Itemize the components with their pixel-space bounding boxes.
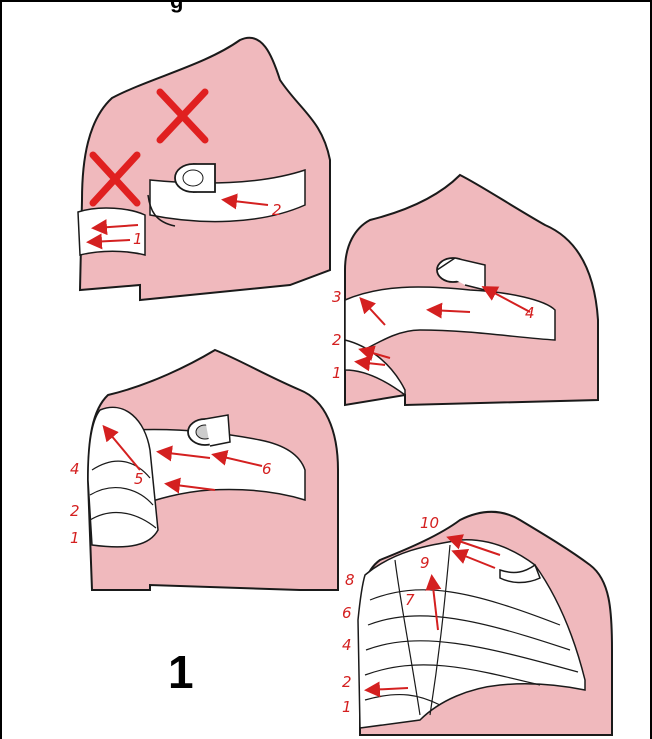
panel-4-step-10: 10: [420, 514, 439, 532]
panel-2-step-4: 4: [525, 304, 535, 322]
panel-4-step-2: 2: [342, 673, 352, 691]
panel-3: 4 5 6 2 1: [70, 350, 338, 590]
panel-2-step-1: 1: [332, 364, 342, 382]
panel-4-step-1: 1: [342, 698, 352, 716]
figure-number: 1: [168, 645, 194, 699]
panel-3-step-1: 1: [70, 529, 80, 547]
panel-3-step-4: 4: [70, 460, 80, 478]
panel-2-step-2: 2: [332, 331, 342, 349]
panel-4: 10 9 8 7 6 4 2 1: [342, 512, 612, 735]
panel-2: 3 2 1 4: [332, 175, 598, 405]
panel-4-step-9: 9: [420, 554, 430, 572]
panel-1: 2 1: [78, 38, 330, 300]
panel-4-step-4: 4: [342, 636, 352, 654]
panel-4-step-8: 8: [345, 571, 355, 589]
panel-4-step-7: 7: [405, 591, 415, 609]
panel-2-step-3: 3: [332, 288, 342, 306]
panel-1-roll: [175, 164, 215, 192]
panel-3-step-6: 6: [262, 460, 272, 478]
panel-4-step-6: 6: [342, 604, 352, 622]
panel-3-step-2: 2: [70, 502, 80, 520]
panel-1-step-2: 2: [272, 201, 282, 219]
panel-1-step-1: 1: [133, 230, 143, 248]
panel-3-step-5: 5: [134, 470, 144, 488]
